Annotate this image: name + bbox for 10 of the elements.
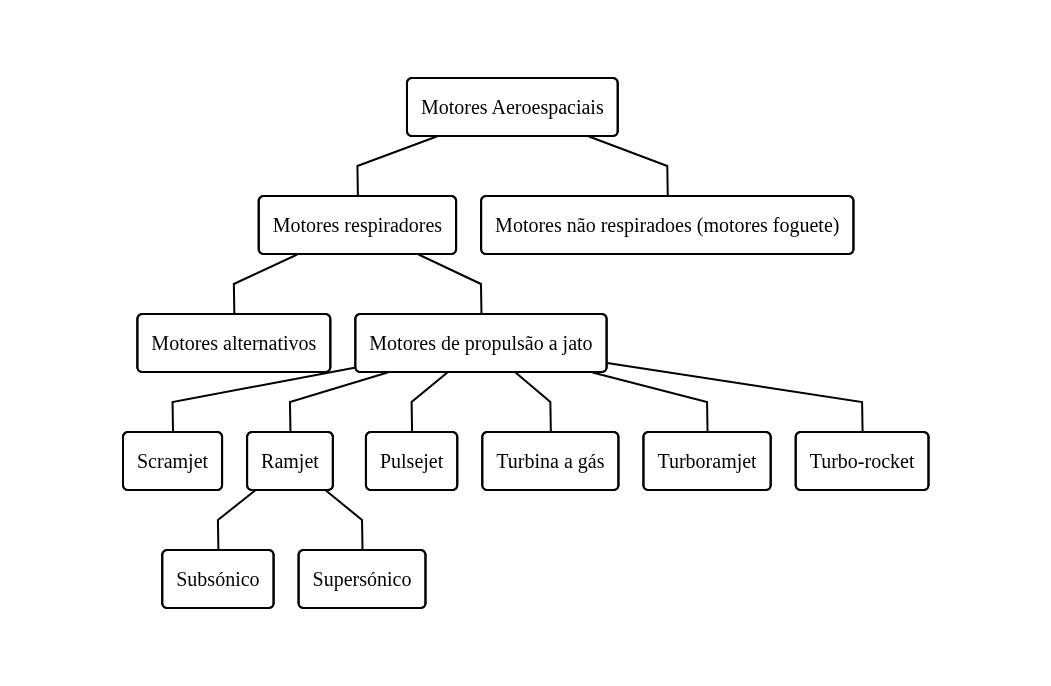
connector	[288, 371, 389, 434]
connector	[514, 371, 552, 434]
connector	[587, 135, 669, 198]
connector	[232, 253, 298, 316]
connector	[324, 489, 364, 552]
connector	[216, 489, 256, 552]
connector	[410, 371, 449, 434]
connector	[417, 253, 483, 316]
connector	[356, 135, 438, 198]
connector	[591, 371, 709, 434]
